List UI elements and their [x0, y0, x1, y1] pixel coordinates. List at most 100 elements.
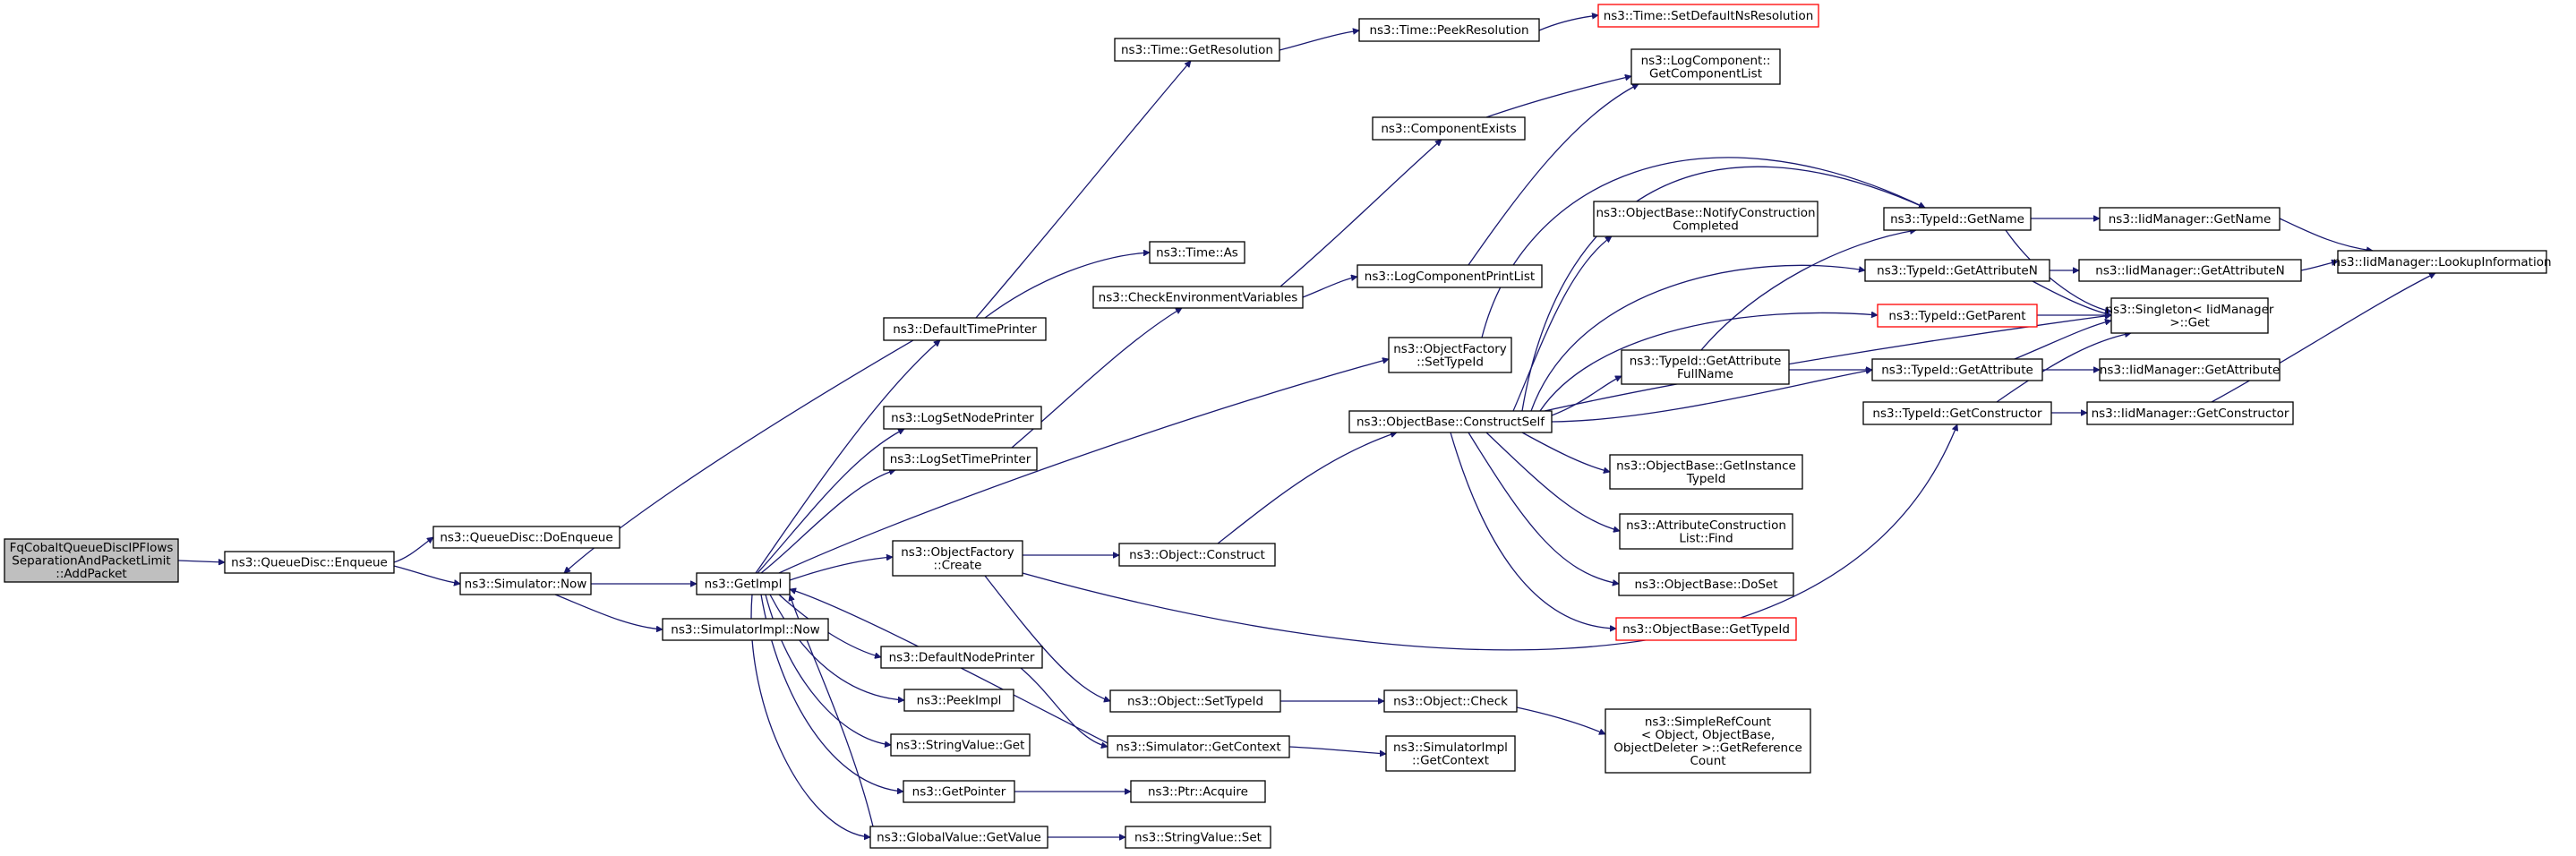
node-iidgetname[interactable]: ns3::IidManager::GetName [2099, 207, 2281, 231]
node-refcount[interactable]: ns3::SimpleRefCount< Object, ObjectBase,… [1605, 708, 1811, 774]
node-box[interactable] [1864, 259, 2050, 282]
node-box[interactable] [1593, 201, 1819, 237]
node-box[interactable] [1383, 689, 1518, 713]
node-ofsettid[interactable]: ns3::ObjectFactory::SetTypeId [1388, 337, 1512, 373]
node-objfcreate[interactable]: ns3::ObjectFactory::Create [892, 540, 1023, 577]
node-box[interactable] [883, 406, 1042, 430]
node-timeas[interactable]: ns3::Time::As [1149, 241, 1245, 264]
node-box[interactable] [1883, 207, 2032, 231]
node-logsettime[interactable]: ns3::LogSetTimePrinter [883, 447, 1038, 471]
node-compexists[interactable]: ns3::ComponentExists [1372, 116, 1526, 141]
node-box[interactable] [432, 526, 620, 549]
node-checkenv[interactable]: ns3::CheckEnvironmentVariables [1092, 286, 1304, 309]
node-box[interactable] [2078, 259, 2302, 282]
node-box[interactable] [1597, 4, 1819, 28]
node-simnow[interactable]: ns3::Simulator::Now [459, 572, 592, 595]
node-box[interactable] [1862, 401, 2052, 425]
node-tidgetname[interactable]: ns3::TypeId::GetName [1883, 207, 2032, 231]
node-box[interactable] [696, 572, 791, 595]
node-box[interactable] [1109, 689, 1281, 713]
node-iidgetattr[interactable]: ns3::IidManager::GetAttribute [2099, 358, 2281, 381]
node-setdefres[interactable]: ns3::Time::SetDefaultNsResolution [1597, 4, 1819, 28]
node-strset[interactable]: ns3::StringValue::Set [1125, 826, 1271, 849]
node-box[interactable] [883, 317, 1047, 341]
node-defnode[interactable]: ns3::DefaultNodePrinter [880, 646, 1043, 669]
node-box[interactable] [890, 733, 1031, 757]
node-iidgetctor[interactable]: ns3::IidManager::GetConstructor [2086, 401, 2294, 425]
node-box[interactable] [2110, 297, 2269, 334]
node-box[interactable] [2337, 250, 2547, 274]
node-box[interactable] [1388, 337, 1512, 373]
node-box[interactable] [224, 551, 395, 574]
node-box[interactable] [1615, 617, 1797, 641]
node-box[interactable] [1621, 349, 1790, 385]
node-box[interactable] [880, 646, 1043, 669]
node-peekres[interactable]: ns3::Time::PeekResolution [1358, 18, 1540, 42]
node-box[interactable] [883, 447, 1038, 471]
node-ptracq[interactable]: ns3::Ptr::Acquire [1130, 780, 1266, 803]
node-enq[interactable]: ns3::QueueDisc::Enqueue [224, 551, 395, 574]
node-peekimpl[interactable]: ns3::PeekImpl [903, 689, 1014, 712]
node-obgettid[interactable]: ns3::ObjectBase::GetTypeId [1615, 617, 1797, 641]
node-box[interactable] [1092, 286, 1304, 309]
node-constructself[interactable]: ns3::ObjectBase::ConstructSelf [1348, 410, 1553, 433]
node-tidgetattrn[interactable]: ns3::TypeId::GetAttributeN [1864, 259, 2050, 282]
node-box[interactable] [1372, 116, 1526, 141]
node-notifyconst[interactable]: ns3::ObjectBase::NotifyConstructionCompl… [1593, 201, 1819, 237]
node-box[interactable] [1877, 304, 2038, 328]
node-simimplctx[interactable]: ns3::SimulatorImpl::GetContext [1385, 735, 1516, 772]
node-box[interactable] [459, 572, 592, 595]
node-box[interactable] [1348, 410, 1553, 433]
node-doset[interactable]: ns3::ObjectBase::DoSet [1618, 572, 1794, 596]
node-box[interactable] [1358, 18, 1540, 42]
node-box[interactable] [1114, 38, 1280, 62]
node-gvget[interactable]: ns3::GlobalValue::GetValue [869, 826, 1048, 849]
node-box[interactable] [2099, 358, 2281, 381]
node-box[interactable] [903, 780, 1015, 803]
node-box[interactable] [903, 689, 1014, 712]
node-iidgetattrn[interactable]: ns3::IidManager::GetAttributeN [2078, 259, 2302, 282]
node-objsettid[interactable]: ns3::Object::SetTypeId [1109, 689, 1281, 713]
node-getimpl[interactable]: ns3::GetImpl [696, 572, 791, 595]
node-box[interactable] [1356, 264, 1543, 288]
node-box[interactable] [1630, 48, 1781, 85]
node-box[interactable] [2086, 401, 2294, 425]
node-objconstruct[interactable]: ns3::Object::Construct [1118, 543, 1276, 567]
node-tidgetattr[interactable]: ns3::TypeId::GetAttribute [1871, 358, 2043, 381]
node-box[interactable] [1605, 708, 1811, 774]
node-doenq[interactable]: ns3::QueueDisc::DoEnqueue [432, 526, 620, 549]
node-logcompget[interactable]: ns3::LogComponent::GetComponentList [1630, 48, 1781, 85]
node-getres[interactable]: ns3::Time::GetResolution [1114, 38, 1280, 62]
node-box[interactable] [4, 538, 179, 583]
node-box[interactable] [2099, 207, 2281, 231]
node-box[interactable] [892, 540, 1023, 577]
node-box[interactable] [662, 618, 829, 641]
node-box[interactable] [1609, 454, 1803, 490]
node-box[interactable] [1118, 543, 1276, 567]
node-objcheck[interactable]: ns3::Object::Check [1383, 689, 1518, 713]
node-box[interactable] [1149, 241, 1245, 264]
node-box[interactable] [1130, 780, 1266, 803]
node-simimplnow[interactable]: ns3::SimulatorImpl::Now [662, 618, 829, 641]
node-strget[interactable]: ns3::StringValue::Get [890, 733, 1031, 757]
node-box[interactable] [869, 826, 1048, 849]
node-box[interactable] [1125, 826, 1271, 849]
node-getptr[interactable]: ns3::GetPointer [903, 780, 1015, 803]
node-box[interactable] [1619, 513, 1793, 550]
node-deftime[interactable]: ns3::DefaultTimePrinter [883, 317, 1047, 341]
node-root[interactable]: FqCobaltQueueDiscIPFlowsSeparationAndPac… [4, 538, 179, 583]
node-tidgetparent[interactable]: ns3::TypeId::GetParent [1877, 304, 2038, 328]
node-simgetctx[interactable]: ns3::Simulator::GetContext [1107, 735, 1290, 758]
node-box[interactable] [1871, 358, 2043, 381]
node-iidlookup[interactable]: ns3::IidManager::LookupInformation [2332, 250, 2552, 274]
node-logcpl[interactable]: ns3::LogComponentPrintList [1356, 264, 1543, 288]
node-box[interactable] [1107, 735, 1290, 758]
node-box[interactable] [1385, 735, 1516, 772]
node-logsetnode[interactable]: ns3::LogSetNodePrinter [883, 406, 1042, 430]
node-singleton[interactable]: ns3::Singleton< IidManager>::Get [2106, 297, 2274, 334]
node-box[interactable] [1618, 572, 1794, 596]
node-tidgetctor[interactable]: ns3::TypeId::GetConstructor [1862, 401, 2052, 425]
